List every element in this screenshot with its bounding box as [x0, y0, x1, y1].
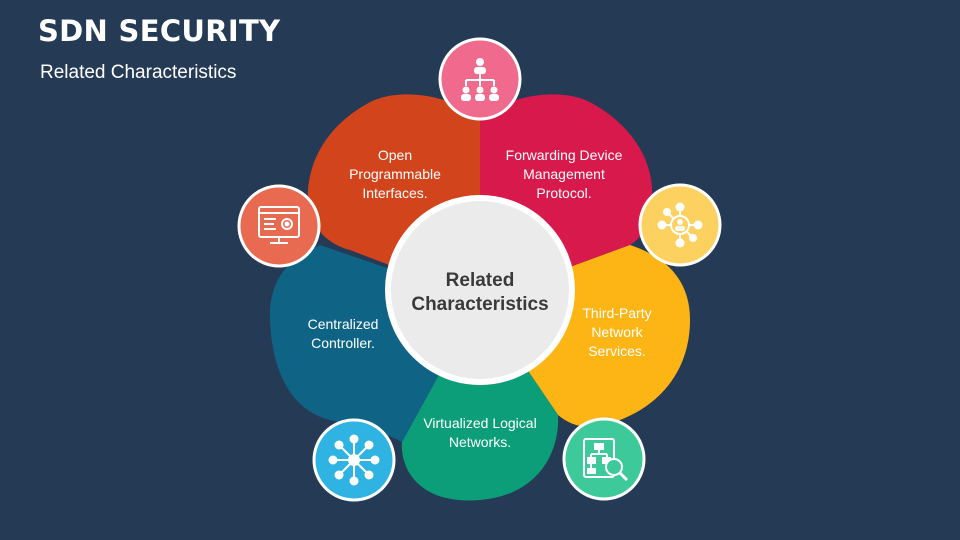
segment-label: Protocol.	[536, 185, 591, 201]
segment-label: Services.	[588, 343, 646, 359]
petal-virtualized-logical-networks	[401, 300, 559, 501]
segment-label: Third-Party	[582, 305, 651, 321]
monitor-gear-icon	[237, 184, 321, 268]
center-label-line2: Characteristics	[411, 294, 548, 315]
segment-label: Open	[378, 147, 412, 163]
center-label-line1: Related	[446, 270, 515, 291]
hub-icon	[312, 418, 396, 502]
network-person-icon	[638, 183, 722, 267]
sitemap-search-icon	[562, 417, 646, 501]
page-title: SDN SECURITY	[38, 14, 281, 48]
org-chart-icon	[438, 37, 522, 121]
segment-label: Centralized	[308, 316, 379, 332]
segment-label: Virtualized Logical	[423, 415, 536, 431]
page-subtitle: Related Characteristics	[40, 62, 237, 83]
segment-label: Networks.	[449, 434, 511, 450]
segment-label: Management	[523, 166, 605, 182]
segment-label: Forwarding Device	[506, 147, 623, 163]
segment-label: Programmable	[349, 166, 441, 182]
center-circle	[385, 195, 575, 385]
segment-label: Network	[591, 324, 643, 340]
segment-label: Interfaces.	[362, 185, 427, 201]
segment-label: Controller.	[311, 335, 375, 351]
